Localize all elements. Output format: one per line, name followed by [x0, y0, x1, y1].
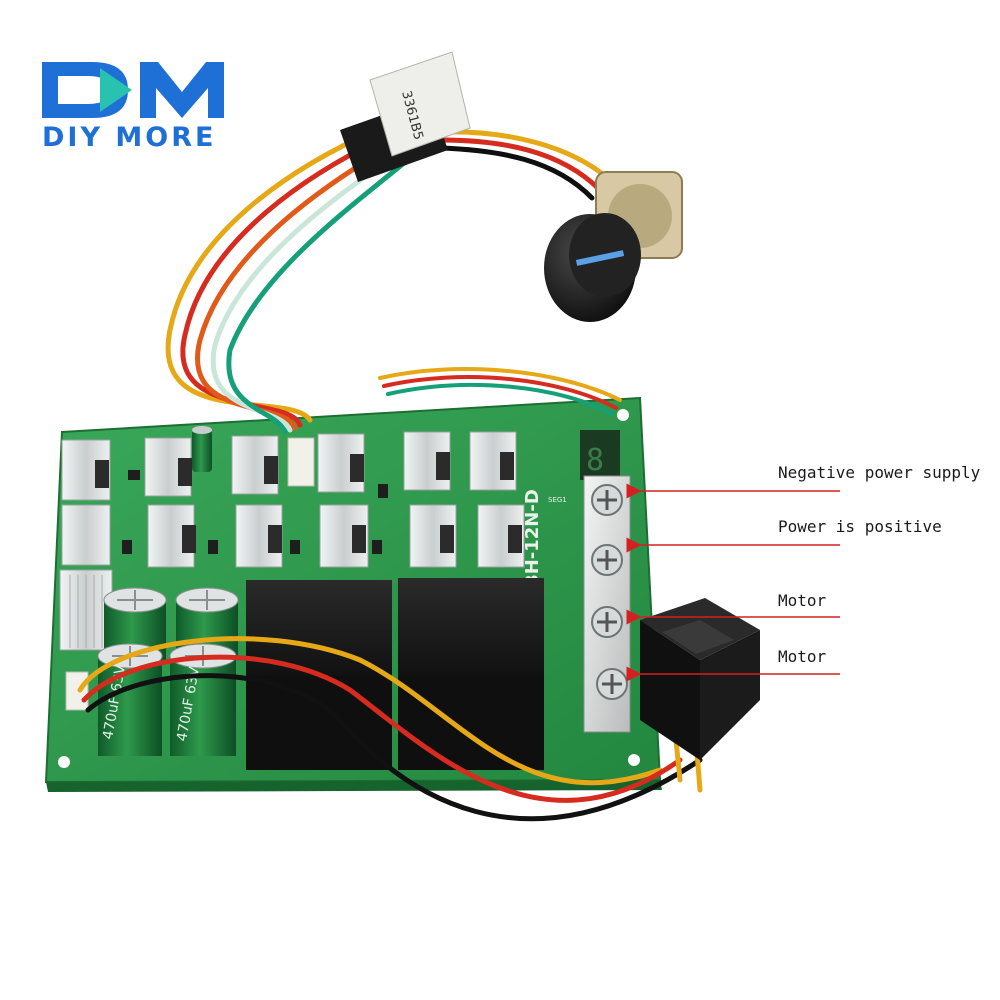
terminal-screw [591, 544, 623, 576]
potentiometer-knob [544, 213, 641, 322]
board-model-marking: BH-12N-D [522, 489, 543, 588]
rocker-switch [640, 598, 760, 760]
segment-silkscreen: SEG1 [548, 496, 567, 504]
side-connector [65, 671, 89, 711]
screw-terminal-block [583, 475, 631, 733]
capacitor: 470uF 63V [97, 643, 163, 756]
capacitor [103, 587, 167, 660]
annotation-motor-2: Motor [626, 647, 840, 682]
terminal-screw [591, 484, 623, 516]
svg-text:8: 8 [586, 443, 604, 478]
logo-arrow [100, 68, 132, 112]
annotation-motor-1: Motor [626, 591, 840, 625]
annotations: Negative power supply Power is positive … [626, 463, 981, 682]
potentiometer-connector: 3361B5 [340, 51, 471, 182]
motor-controller-board: 8 SEG1 BH-12N-D [44, 396, 662, 792]
pwm-connector [287, 437, 315, 487]
label-negative-power-supply: Negative power supply [778, 463, 981, 482]
wire-harness [77, 117, 703, 822]
annotation-positive-power: Power is positive [626, 517, 942, 553]
small-capacitor [192, 426, 212, 472]
label-motor: Motor [778, 647, 827, 666]
annotation-negative-power: Negative power supply [626, 463, 981, 499]
relay [398, 578, 544, 770]
label-motor: Motor [778, 591, 827, 610]
segment-display: 8 SEG1 [548, 430, 620, 504]
logo-letter-m [140, 62, 224, 118]
mosfet-heatsinks [59, 431, 525, 651]
terminal-screw [596, 668, 628, 700]
label-power-positive: Power is positive [778, 517, 942, 536]
potentiometer [544, 171, 683, 322]
terminal-screw [591, 606, 623, 638]
diymore-logo: DIY MORE [42, 62, 224, 153]
logo-wordmark: DIY MORE [42, 122, 216, 153]
